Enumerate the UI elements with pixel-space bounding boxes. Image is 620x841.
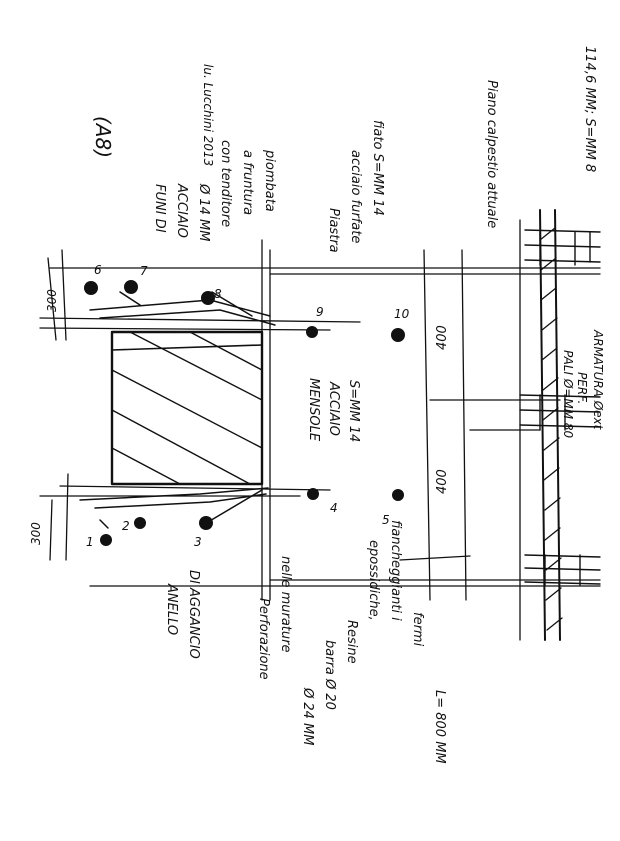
- svg-text:ACCIAIO: ACCIAIO: [174, 183, 189, 238]
- piles-label: PALI Ø=MM 80 PERF. ARMATURA Øext: [561, 329, 605, 439]
- dimensions: 300 300 400 400: [29, 289, 450, 545]
- svg-text:9: 9: [316, 305, 324, 319]
- svg-text:fiancheggianti i: fiancheggianti i: [388, 520, 403, 621]
- signature: lu. Lucchini 2013: [201, 64, 215, 166]
- svg-text:5: 5: [382, 513, 390, 527]
- svg-text:Piano calpestio attuale: Piano calpestio attuale: [484, 80, 499, 228]
- svg-text:FUNI DI: FUNI DI: [152, 184, 167, 233]
- svg-text:Piastra: Piastra: [326, 208, 341, 253]
- svg-text:10: 10: [394, 307, 410, 321]
- svg-text:6: 6: [94, 263, 102, 277]
- anchor-points: 1 2 3 4 5 6 7: [84, 263, 410, 549]
- dim-top: 300: [45, 289, 59, 312]
- svg-text:L= 800 MM: L= 800 MM: [432, 690, 447, 764]
- svg-text:ANELLO: ANELLO: [164, 583, 179, 635]
- anchor-7: 7: [124, 264, 148, 294]
- vertical-lines: [47, 219, 521, 641]
- anchor-5: 5: [382, 489, 404, 527]
- masonry-block: [110, 330, 264, 486]
- anchor-1: 1: [86, 534, 112, 549]
- svg-text:7: 7: [140, 264, 148, 278]
- dim-bottom: 300: [29, 522, 43, 545]
- sheet-id: (A8): [91, 116, 115, 158]
- pile-bottom-label: 114,6 MM; S=MM 8: [582, 46, 597, 172]
- anchor-2: 2: [122, 517, 146, 533]
- perforation-label: Perforazione nelle murature Ø 24 MM barr…: [256, 520, 447, 764]
- svg-text:Resine: Resine: [344, 620, 359, 664]
- svg-text:acciaio furfate: acciaio furfate: [348, 150, 363, 243]
- anchor-9: 9: [306, 305, 324, 338]
- svg-text:piombata: piombata: [262, 149, 277, 212]
- svg-text:4: 4: [330, 501, 338, 515]
- svg-text:a fruntura: a fruntura: [240, 150, 255, 215]
- svg-text:epossidiche,: epossidiche,: [366, 540, 381, 621]
- svg-text:MENSOLE: MENSOLE: [306, 378, 321, 442]
- svg-text:Ø 14 MM: Ø 14 MM: [196, 183, 211, 241]
- svg-text:barra Ø 20: barra Ø 20: [322, 640, 337, 710]
- svg-text:ACCIAIO: ACCIAIO: [326, 381, 341, 436]
- dim-left: 400: [435, 469, 450, 494]
- svg-text:DI AGGANCIO: DI AGGANCIO: [186, 570, 201, 659]
- dim-right: 400: [435, 325, 450, 350]
- anchor-6: 6: [84, 263, 102, 295]
- svg-text:nelle murature: nelle murature: [278, 556, 293, 652]
- piles: [519, 229, 601, 586]
- svg-text:8: 8: [214, 287, 222, 301]
- brackets-label: MENSOLE ACCIAIO S=MM 14: [306, 378, 361, 442]
- ring-label: ANELLO DI AGGANCIO: [164, 570, 201, 659]
- drawing-body: 1 2 3 4 5 6 7: [29, 209, 601, 641]
- svg-text:fermi: fermi: [410, 612, 425, 647]
- anchor-10: 10: [391, 307, 410, 342]
- anchor-3: 3: [194, 516, 213, 549]
- svg-text:S=MM 14: S=MM 14: [346, 380, 361, 442]
- svg-text:Ø 24 MM: Ø 24 MM: [300, 687, 315, 745]
- svg-text:1: 1: [86, 535, 94, 549]
- svg-text:PALI Ø=MM 80: PALI Ø=MM 80: [561, 350, 575, 439]
- annotations: (A8) lu. Lucchini 2013 FUNI DI ACCIAIO Ø…: [91, 46, 605, 764]
- svg-text:3: 3: [194, 535, 202, 549]
- svg-text:114,6 MM; S=MM 8: 114,6 MM; S=MM 8: [582, 46, 597, 172]
- svg-text:ARMATURA Øext: ARMATURA Øext: [591, 329, 605, 431]
- svg-text:2: 2: [122, 519, 130, 533]
- svg-text:Perforazione: Perforazione: [256, 598, 271, 680]
- svg-text:PERF.: PERF.: [575, 372, 589, 404]
- svg-text:con tenditore: con tenditore: [218, 140, 233, 227]
- cables-label: FUNI DI ACCIAIO Ø 14 MM con tenditore a …: [152, 140, 277, 241]
- plates-label: Piastra acciaio furfate fiato S=MM 14: [326, 120, 385, 253]
- anchor-8: 8: [201, 287, 222, 305]
- anchor-4: 4: [307, 488, 338, 515]
- svg-text:fiato S=MM 14: fiato S=MM 14: [370, 120, 385, 216]
- pile-top-label: Piano calpestio attuale: [484, 80, 499, 228]
